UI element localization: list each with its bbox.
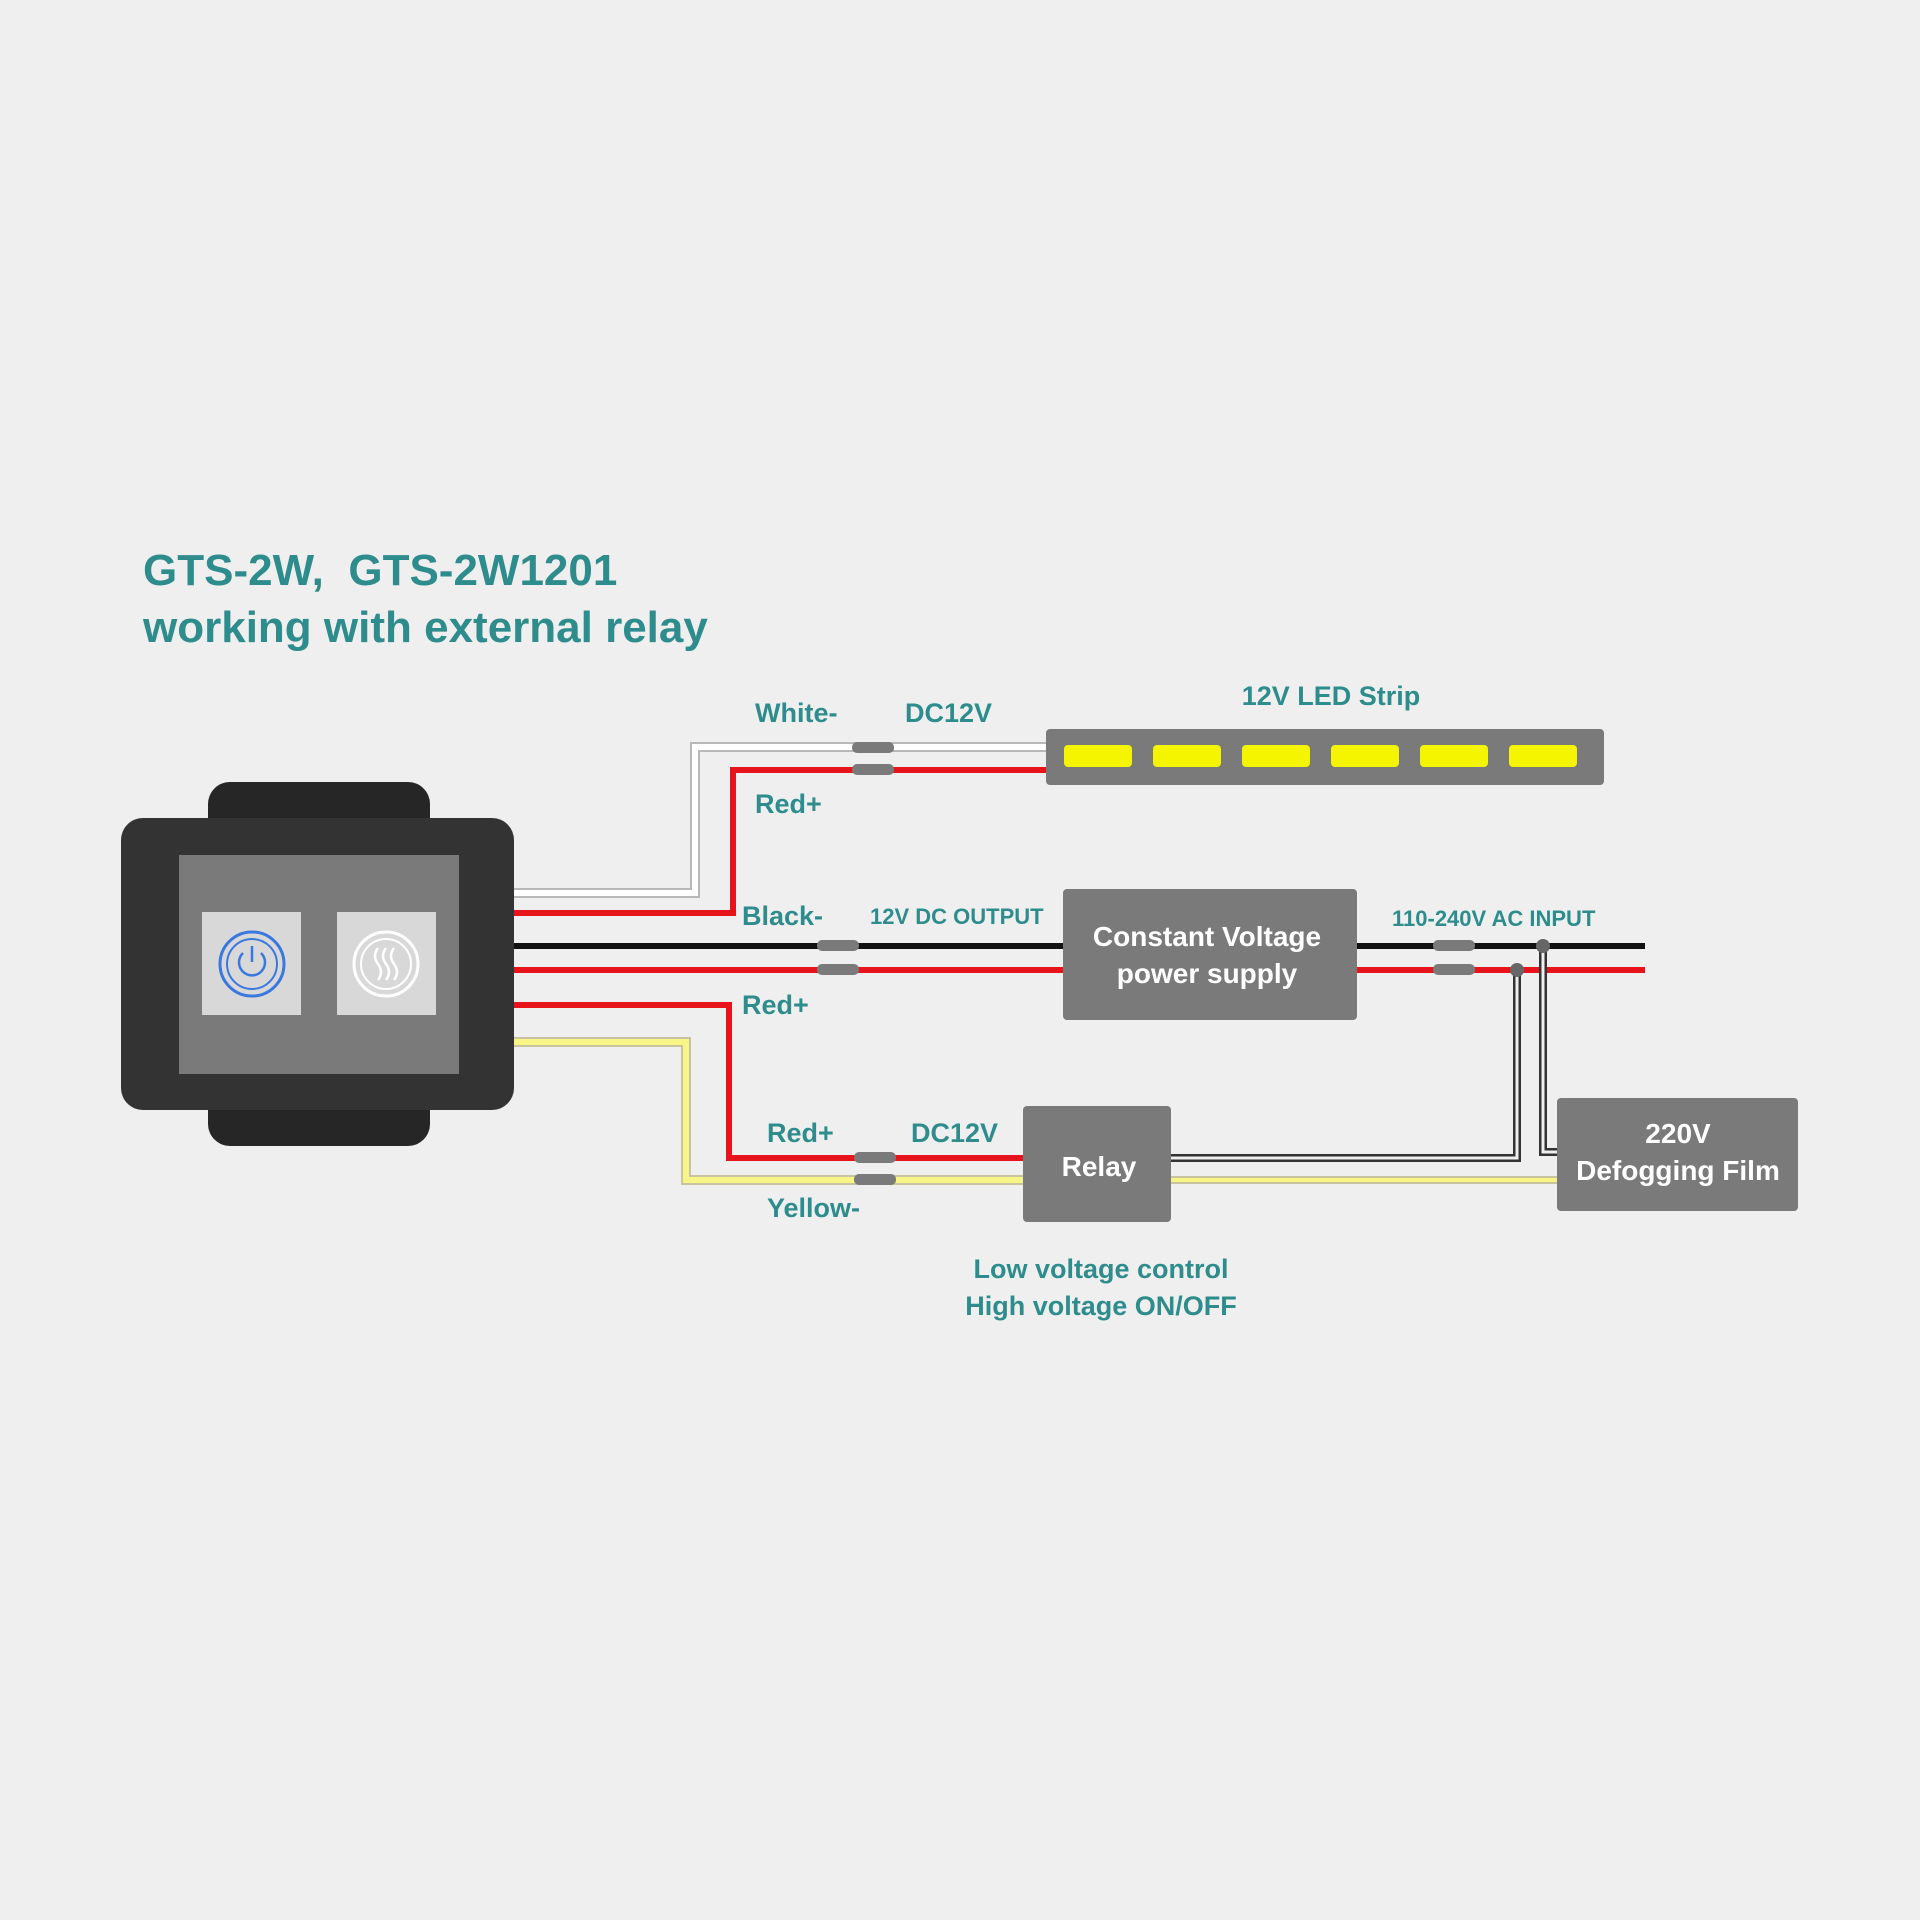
led-segment [1331,745,1399,767]
power-button[interactable] [202,912,301,1015]
connector [854,1152,896,1163]
led-red-wire-label: Red+ [755,789,822,819]
psu-label-line2: power supply [1117,958,1298,989]
led-strip-body [1046,729,1604,785]
power-wires [512,943,1645,973]
led-wires [512,742,1050,916]
connector [1433,964,1475,975]
psu-red-wire-label: Red+ [742,990,809,1020]
touch-switch [121,782,514,1146]
white-wire-label: White- [755,698,837,728]
connector [854,1174,896,1185]
ac-input-label: 110-240V AC INPUT [1392,906,1596,931]
led-segment [1509,745,1577,767]
defog-icon [352,930,420,998]
defogging-film-box [1557,1098,1798,1211]
relay-note-line2: High voltage ON/OFF [965,1291,1237,1321]
title-line1: GTS-2W, GTS-2W1201 [143,546,617,595]
led-strip [1046,729,1604,785]
led-segment [1420,745,1488,767]
led-segments [1064,745,1577,767]
led-segment [1064,745,1132,767]
connector [817,964,859,975]
power-icon [218,930,286,998]
dc-output-label: 12V DC OUTPUT [870,904,1044,929]
hv-wire-1-core [1171,970,1519,1160]
led-segment [1242,745,1310,767]
title-line2: working with external relay [142,603,708,652]
black-wire-label: Black- [742,901,823,931]
relay-red-wire-label: Red+ [767,1118,834,1148]
psu-label-line1: Constant Voltage [1093,921,1321,952]
connector [852,742,894,753]
film-label-line2: Defogging Film [1576,1155,1780,1186]
junction-dot [1510,963,1524,977]
film-label-line1: 220V [1645,1118,1711,1149]
connector [817,940,859,951]
hv-wire-2 [1539,946,1557,1156]
led-voltage-label: DC12V [905,698,992,728]
yellow-wire-label: Yellow- [767,1193,860,1223]
relay-voltage-label: DC12V [911,1118,998,1148]
connector [852,764,894,775]
led-strip-label: 12V LED Strip [1242,681,1421,711]
led-segment [1153,745,1221,767]
relay-box [1023,1106,1171,1222]
junction-dot [1536,939,1550,953]
relay-label: Relay [1062,1151,1137,1182]
relay-note-line1: Low voltage control [973,1254,1228,1284]
psu-box [1063,889,1357,1020]
connectors [817,742,1475,1185]
hv-wire-2-core [1541,946,1557,1154]
connector [1433,940,1475,951]
